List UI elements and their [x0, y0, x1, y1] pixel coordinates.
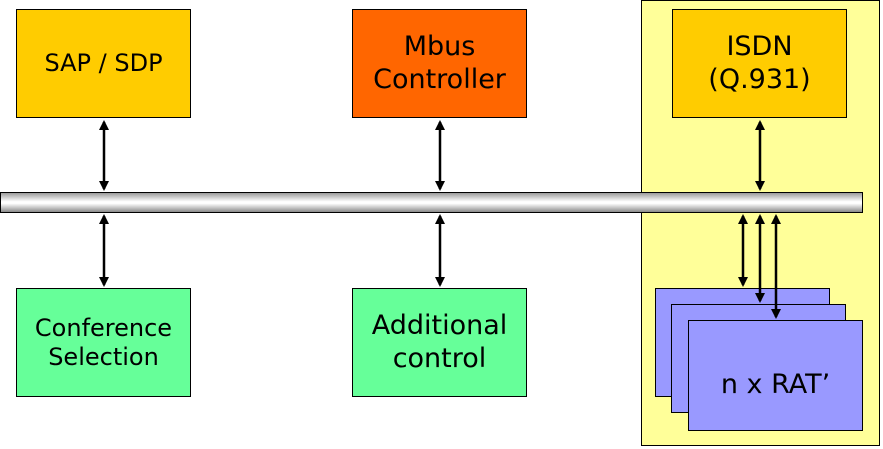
mbus-controller-box: Mbus Controller — [352, 9, 527, 118]
sap-sdp-label: SAP / SDP — [44, 49, 163, 78]
message-bus — [0, 192, 863, 213]
mbus-controller-label: Mbus Controller — [373, 31, 506, 95]
conference-selection-label: Conference Selection — [34, 313, 173, 371]
additional-control-box: Additional control — [352, 288, 527, 397]
sap-sdp-box: SAP / SDP — [16, 9, 191, 118]
isdn-label: ISDN (Q.931) — [708, 31, 811, 95]
additional-control-label: Additional control — [371, 310, 508, 374]
isdn-box: ISDN (Q.931) — [672, 9, 847, 118]
rat-box-front: n x RAT’ — [688, 320, 863, 431]
conference-selection-box: Conference Selection — [16, 288, 191, 397]
rat-label: n x RAT’ — [720, 369, 831, 401]
